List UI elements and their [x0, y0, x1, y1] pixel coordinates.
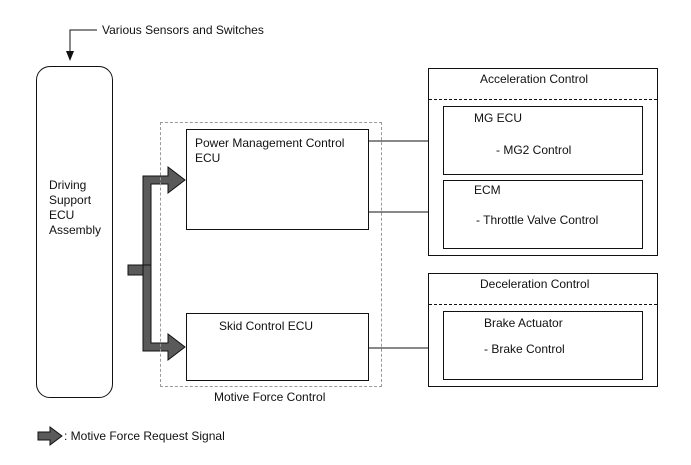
mg2-control-label: - MG2 Control	[496, 143, 572, 157]
mg-ecu-label: MG ECU	[474, 111, 522, 125]
driving-support-ecu-box: Driving Support ECU Assembly	[36, 66, 113, 398]
driving-support-line-2: Support	[49, 193, 92, 207]
power-management-ecu-box: Power Management Control ECU	[186, 129, 369, 230]
acceleration-control-title: Acceleration Control	[480, 72, 589, 86]
legend-arrow-icon	[37, 426, 63, 446]
ecm-label: ECM	[474, 183, 501, 197]
input-label: Various Sensors and Switches	[102, 23, 264, 37]
deceleration-divider	[429, 304, 657, 305]
driving-support-line-4: Assembly	[49, 223, 102, 237]
input-line	[66, 29, 97, 61]
acceleration-divider	[429, 99, 657, 100]
brake-actuator-box: Brake Actuator - Brake Control	[443, 311, 643, 380]
brake-actuator-label: Brake Actuator	[484, 316, 563, 330]
skid-control-label: Skid Control ECU	[219, 319, 314, 333]
motive-force-arrow-down	[142, 264, 186, 362]
power-management-line-2: ECU	[195, 151, 221, 165]
motive-force-arrow-upper	[128, 165, 186, 272]
skid-control-ecu-box: Skid Control ECU	[186, 313, 369, 381]
motive-force-arrow-lower	[127, 264, 144, 276]
legend-text: : Motive Force Request Signal	[64, 429, 225, 443]
motive-force-control-label: Motive Force Control	[214, 390, 326, 404]
mg-ecu-box: MG ECU - MG2 Control	[443, 106, 643, 175]
throttle-control-label: - Throttle Valve Control	[476, 213, 599, 227]
ecm-box: ECM - Throttle Valve Control	[443, 180, 643, 249]
driving-support-line-1: Driving	[49, 178, 87, 192]
motive-force-control-frame	[160, 122, 382, 387]
brake-control-label: - Brake Control	[484, 342, 565, 356]
power-management-line-1: Power Management Control	[195, 136, 345, 150]
driving-support-line-3: ECU	[49, 208, 75, 222]
deceleration-control-title: Deceleration Control	[480, 277, 590, 291]
